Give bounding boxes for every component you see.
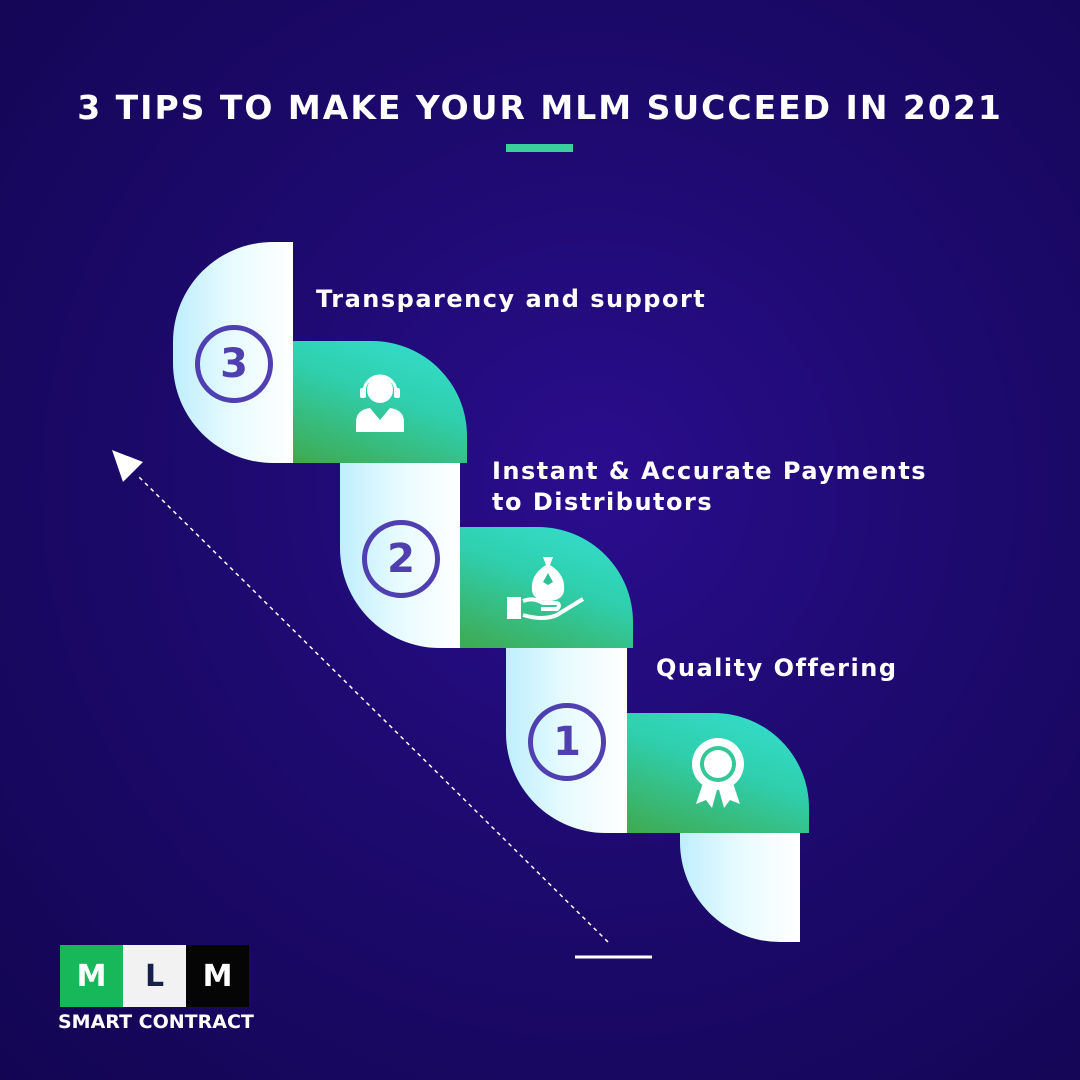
title-underline [506,144,573,152]
logo-letter-m1: M [60,945,123,1007]
money-bag-hand-icon [506,556,584,620]
award-ribbon-icon [692,738,744,808]
step-3-number: 3 [195,325,273,403]
step-3-label: Transparency and support [316,285,707,313]
mlm-logo: M L M [60,945,249,1007]
step-2-label-line1: Instant & Accurate Payments [492,457,928,485]
logo-subtitle: SMART CONTRACT [58,1011,254,1033]
step-1-number: 1 [528,703,606,781]
dashed-arrow-line [137,475,609,943]
step-2-label: Instant & Accurate Payments to Distribut… [492,456,927,518]
step-1-icon-panel [627,713,809,833]
step-2-label-line2: to Distributors [492,488,714,516]
logo-letter-m2: M [186,945,249,1007]
step-2-number: 2 [362,520,440,598]
step-1-label: Quality Offering [656,654,898,682]
logo-letter-l: L [123,945,186,1007]
step-3-icon-panel [293,341,467,463]
page-title: 3 TIPS TO MAKE YOUR MLM SUCCEED IN 2021 [77,88,1003,127]
support-agent-icon [356,374,404,432]
arrow-head-icon [112,450,143,482]
